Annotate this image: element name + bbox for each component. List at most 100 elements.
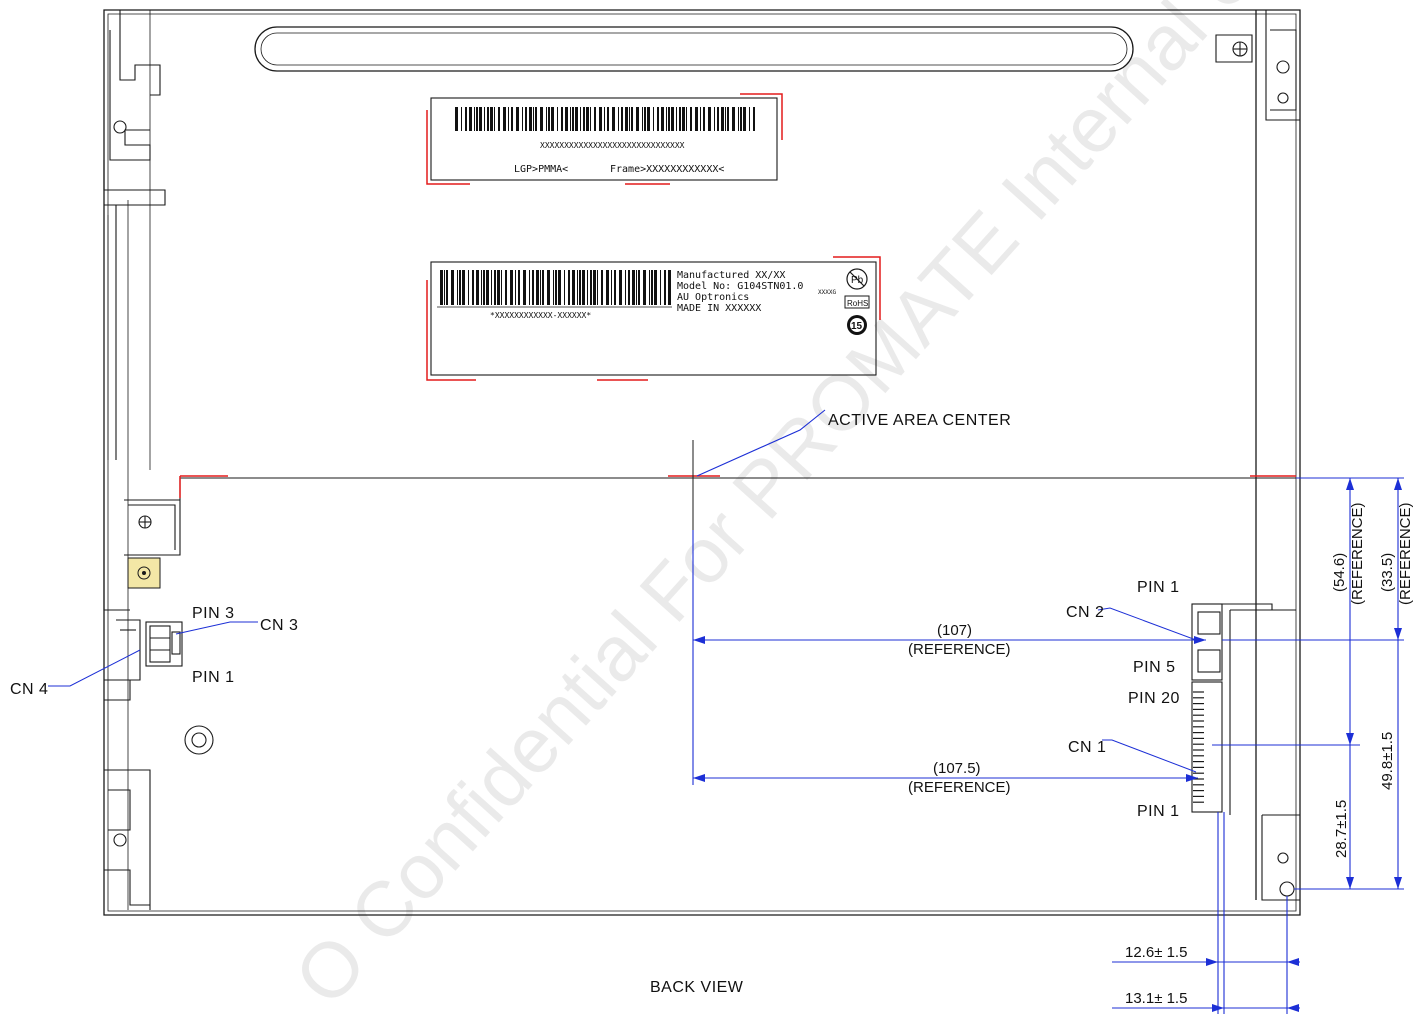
- barcode-bar: [491, 270, 492, 305]
- pb-free-mark: Pb: [851, 275, 864, 286]
- barcode-bar: [503, 107, 506, 131]
- main-label-barcode: [440, 270, 671, 305]
- barcode-bar: [540, 270, 541, 305]
- barcode-bar: [548, 107, 550, 131]
- barcode-bar: [664, 270, 666, 305]
- watermark: O Confidential For PROMATE Internal Use …: [277, 0, 1416, 1016]
- dim-107: (107): [937, 622, 972, 639]
- barcode-bar: [625, 270, 626, 305]
- connector-cn3: [145, 621, 183, 667]
- barcode-bar: [494, 107, 495, 131]
- main-label-company: AU Optronics: [677, 292, 749, 303]
- top-label: XXXXXXXXXXXXXXXXXXXXXXXXXXXXXX LGP>PMMA<…: [426, 93, 783, 185]
- cn4-label: CN 4: [10, 681, 48, 698]
- dim-107-5-ref: (REFERENCE): [908, 779, 1011, 796]
- barcode-bar: [690, 107, 692, 131]
- connector-cn1: [1191, 681, 1223, 813]
- barcode-bar: [577, 270, 578, 305]
- barcode-bar: [619, 270, 622, 305]
- barcode-bar: [440, 270, 443, 305]
- barcode-bar: [490, 107, 493, 131]
- cn1-label: CN 1: [1068, 739, 1106, 756]
- barcode-bar: [476, 107, 478, 131]
- barcode-bar: [451, 270, 454, 305]
- barcode-bar: [468, 270, 469, 305]
- recycle-mark: 15: [851, 321, 863, 332]
- barcode-bar: [501, 270, 502, 305]
- barcode-bar: [714, 107, 715, 131]
- barcode-bar: [607, 107, 609, 131]
- barcode-bar: [564, 270, 565, 305]
- red-corner-marks: [179, 475, 1296, 498]
- barcode-bar: [649, 270, 650, 305]
- main-label-serial: *XXXXXXXXXXXX-XXXXXX*: [490, 311, 591, 320]
- barcode-bar: [542, 270, 544, 305]
- barcode-bar: [614, 270, 616, 305]
- barcode-bar: [668, 107, 670, 131]
- barcode-bar: [671, 107, 674, 131]
- barcode-bar: [647, 107, 650, 131]
- panel-outline: [103, 9, 1301, 916]
- barcode-bar: [749, 107, 750, 131]
- barcode-bar: [474, 107, 475, 131]
- pin1-cn1-label: PIN 1: [1137, 803, 1180, 820]
- barcode-bar: [661, 107, 664, 131]
- dim-33-5: (33.5): [1379, 553, 1396, 592]
- barcode-bar: [643, 270, 646, 305]
- barcode-bar: [606, 270, 609, 305]
- dimension-lines: [692, 477, 1404, 1014]
- main-label-model-suffix: XXXXG: [818, 289, 836, 296]
- barcode-bar: [593, 270, 596, 305]
- barcode-bar: [553, 270, 554, 305]
- barcode-bar: [446, 270, 448, 305]
- barcode-bar: [536, 270, 539, 305]
- barcode-bar: [561, 107, 563, 131]
- barcode-bar: [469, 107, 472, 131]
- dim-54-6: (54.6): [1331, 553, 1348, 592]
- active-area-center-label: ACTIVE AREA CENTER: [828, 412, 1011, 429]
- barcode-bar: [565, 107, 568, 131]
- barcode-bar: [510, 270, 513, 305]
- barcode-bar: [721, 107, 724, 131]
- barcode-bar: [518, 270, 520, 305]
- cn2-leader: [1097, 607, 1197, 641]
- barcode-bar: [462, 270, 465, 305]
- barcode-bar: [695, 107, 698, 131]
- barcode-bar: [481, 270, 482, 305]
- barcode-bar: [533, 107, 534, 131]
- barcode-bar: [654, 270, 657, 305]
- barcode-bar: [717, 107, 719, 131]
- barcode-bar: [753, 107, 755, 131]
- main-label-manufactured: Manufactured XX/XX: [677, 270, 785, 281]
- cn3-leader: [175, 621, 258, 635]
- barcode-bar: [636, 107, 639, 131]
- barcode-bar: [557, 107, 558, 131]
- barcode-bar: [479, 107, 482, 131]
- barcode-bar: [604, 107, 605, 131]
- top-label-frame: Frame>XXXXXXXXXXXX<: [610, 164, 724, 175]
- connector-cn2: [1191, 603, 1273, 681]
- active-area-center-mark: [640, 440, 745, 535]
- barcode-bar: [476, 270, 479, 305]
- barcode-bar: [725, 107, 726, 131]
- dim-12-6: 12.6± 1.5: [1125, 944, 1187, 961]
- main-label: *XXXXXXXXXXXX-XXXXXX* Manufactured XX/XX…: [426, 256, 881, 381]
- barcode-bar: [484, 107, 485, 131]
- barcode-bar: [572, 107, 574, 131]
- pin1-left-label: PIN 1: [192, 669, 235, 686]
- recycle-15-icon: 15: [847, 315, 867, 335]
- barcode-bar: [703, 107, 705, 131]
- pin5-label: PIN 5: [1133, 659, 1176, 676]
- barcode-bar: [535, 107, 537, 131]
- mount-hole-bl: [113, 833, 127, 847]
- barcode-bar: [679, 107, 681, 131]
- top-label-mask-code: XXXXXXXXXXXXXXXXXXXXXXXXXXXXXX: [540, 141, 685, 150]
- barcode-bar: [642, 107, 643, 131]
- dim-49-8: 49.8±1.5: [1379, 732, 1396, 790]
- barcode-bar: [444, 270, 445, 305]
- barcode-bar: [486, 270, 489, 305]
- cn4-leader: [48, 649, 141, 687]
- barcode-bar: [546, 107, 547, 131]
- lower-round-boss: [184, 725, 214, 755]
